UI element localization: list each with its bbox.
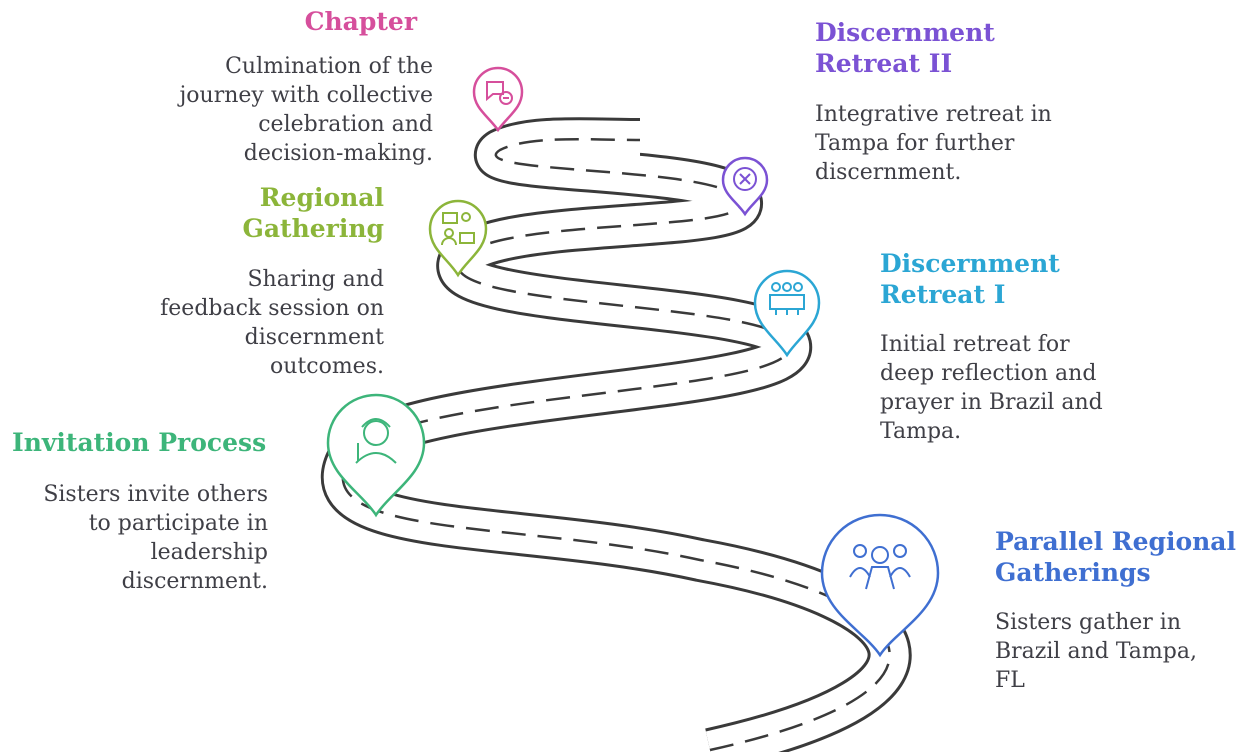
desc-line: Brazil and Tampa,: [995, 639, 1197, 664]
group-people-icon: [849, 544, 911, 590]
milestone-desc-chapter: Culmination of the journey with collecti…: [100, 52, 433, 168]
title-line: Discernment: [815, 18, 995, 47]
milestone-desc-parallel-regional-gatherings: Sisters gather in Brazil and Tampa, FL: [995, 608, 1197, 695]
pin-discernment-retreat-1: [753, 269, 821, 358]
milestone-title-invitation-process: Invitation Process: [12, 427, 266, 458]
pin-discernment-retreat-2: [721, 156, 769, 217]
desc-line: Integrative retreat in: [815, 102, 1052, 127]
desc-line: celebration and: [258, 112, 433, 137]
pin-chapter: [472, 66, 524, 133]
title-line: Retreat II: [815, 49, 953, 78]
desc-line: Tampa for further: [815, 131, 1015, 156]
milestone-desc-invitation-process: Sisters invite others to participate in …: [10, 480, 268, 596]
pin-invitation-process: [326, 393, 426, 518]
chat-minus-icon: [486, 81, 513, 105]
title-line: Gatherings: [995, 558, 1151, 587]
desc-line: prayer in Brazil and: [880, 390, 1103, 415]
title-line: Retreat I: [880, 280, 1006, 309]
desc-line: Initial retreat for: [880, 332, 1070, 357]
milestone-desc-discernment-retreat-2: Integrative retreat in Tampa for further…: [815, 100, 1052, 187]
milestone-desc-regional-gathering: Sharing and feedback session on discernm…: [120, 265, 384, 381]
woman-writing-icon: [355, 418, 397, 464]
milestone-title-parallel-regional-gatherings: Parallel Regional Gatherings: [995, 526, 1236, 588]
milestone-title-discernment-retreat-2: Discernment Retreat II: [815, 17, 995, 79]
milestone-title-chapter: Chapter: [235, 6, 417, 37]
desc-line: deep reflection and: [880, 361, 1097, 386]
title-line: Gathering: [242, 214, 384, 243]
desc-line: feedback session on: [160, 296, 384, 321]
desc-line: Culmination of the: [225, 54, 433, 79]
title-line: Discernment: [880, 249, 1060, 278]
desc-line: journey with collective: [179, 83, 433, 108]
milestone-title-regional-gathering: Regional Gathering: [190, 182, 384, 244]
desc-line: Tampa.: [880, 419, 962, 444]
desc-line: to participate in: [88, 511, 268, 536]
desc-line: discernment.: [121, 569, 268, 594]
title-line: Invitation Process: [12, 428, 267, 457]
title-line: Regional: [259, 183, 384, 212]
milestone-title-discernment-retreat-1: Discernment Retreat I: [880, 248, 1060, 310]
title-line: Chapter: [304, 7, 417, 36]
desc-line: decision-making.: [243, 141, 433, 166]
desc-line: FL: [995, 668, 1025, 693]
desc-line: discernment: [244, 325, 384, 350]
milestone-desc-discernment-retreat-1: Initial retreat for deep reflection and …: [880, 330, 1103, 446]
face-x-icon: [733, 167, 757, 191]
desc-line: Sisters gather in: [995, 610, 1182, 635]
pin-regional-gathering: [428, 199, 488, 278]
conversation-people-icon: [441, 212, 475, 246]
pin-parallel-regional-gatherings: [820, 513, 940, 658]
desc-line: Sisters invite others: [43, 482, 268, 507]
title-line: Parallel Regional: [995, 527, 1237, 556]
desc-line: leadership: [150, 540, 268, 565]
desc-line: Sharing and: [247, 267, 384, 292]
meeting-table-icon: [769, 282, 805, 315]
desc-line: outcomes.: [270, 354, 384, 379]
desc-line: discernment.: [815, 160, 962, 185]
